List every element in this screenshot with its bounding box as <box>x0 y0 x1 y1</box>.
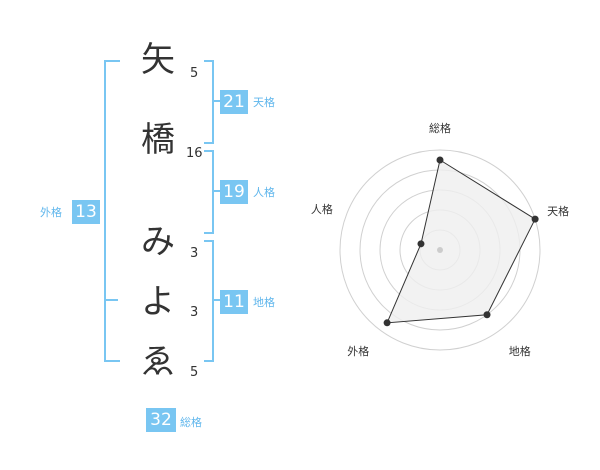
jinkaku-bracket <box>204 150 214 234</box>
name-char-3: み <box>141 222 175 262</box>
chikaku-value-badge: 11 <box>220 290 248 314</box>
jinkaku-label: 人格 <box>253 186 275 199</box>
stroke-count-1: 5 <box>190 66 199 81</box>
radar-point-soukaku <box>436 156 444 164</box>
radar-center <box>437 247 443 253</box>
chikaku-label: 地格 <box>253 296 275 309</box>
soukaku-value-badge: 32 <box>146 408 176 432</box>
gaikaku-bracket-mid <box>104 299 118 301</box>
radar-label-soukaku: 総格 <box>429 121 451 135</box>
jinkaku-bracket-tick <box>214 190 220 192</box>
radar-shape <box>386 159 536 324</box>
radar-label-chikaku: 地格 <box>509 344 531 358</box>
radar-grid-ring <box>339 149 541 351</box>
tenkaku-bracket <box>204 60 214 144</box>
chikaku-bracket-tick <box>214 299 220 301</box>
radar-point-chikaku <box>483 311 491 319</box>
name-char-5: ゑ <box>141 342 175 382</box>
tenkaku-value-badge: 21 <box>220 90 248 114</box>
radar-point-jinkaku <box>417 240 425 248</box>
radar-label-jinkaku: 人格 <box>311 202 333 216</box>
stroke-count-2: 16 <box>186 146 203 161</box>
radar-point-gaikaku <box>383 319 391 327</box>
soukaku-label: 総格 <box>180 416 202 429</box>
jinkaku-value-badge: 19 <box>220 180 248 204</box>
gaikaku-label: 外格 <box>40 206 62 219</box>
stroke-count-3: 3 <box>190 246 199 261</box>
name-char-2: 橋 <box>141 120 175 160</box>
radar-point-tenkaku <box>531 215 539 223</box>
chikaku-bracket <box>204 240 214 362</box>
gaikaku-value-badge: 13 <box>72 200 100 224</box>
radar-label-tenkaku: 天格 <box>547 204 569 218</box>
gaikaku-bracket <box>104 60 120 362</box>
name-char-4: よ <box>141 282 175 322</box>
name-char-1: 矢 <box>141 40 175 80</box>
radar-label-gaikaku: 外格 <box>347 344 369 358</box>
stroke-count-5: 5 <box>190 365 199 380</box>
tenkaku-label: 天格 <box>253 96 275 109</box>
tenkaku-bracket-tick <box>214 100 220 102</box>
stroke-count-4: 3 <box>190 305 199 320</box>
